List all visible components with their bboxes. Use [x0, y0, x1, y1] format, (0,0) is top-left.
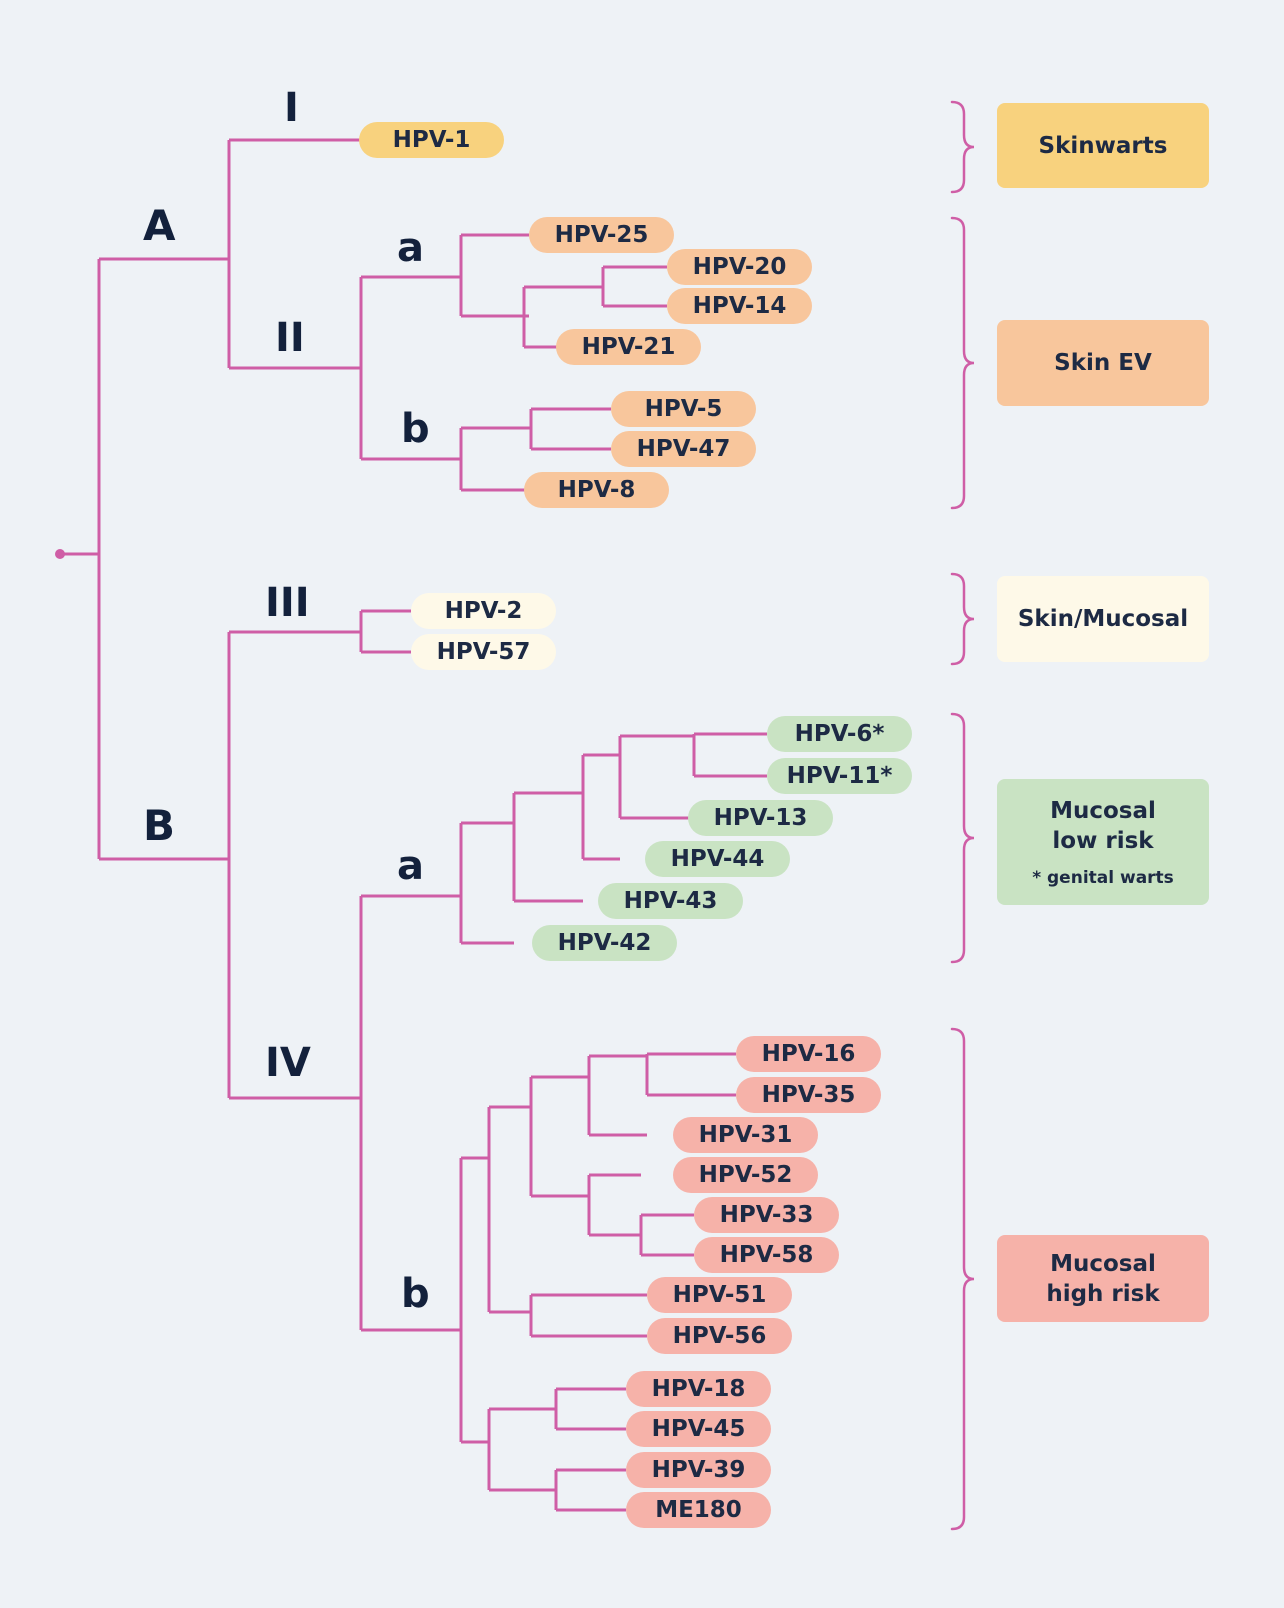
hpv-type-pill: HPV-47	[611, 431, 756, 467]
hpv-type-pill: HPV-20	[667, 249, 812, 285]
hpv-type-pill: ME180	[626, 1492, 771, 1528]
hpv-type-pill: HPV-16	[736, 1036, 881, 1072]
category-brace	[950, 712, 975, 964]
category-box-skinwarts: Skinwarts	[997, 103, 1209, 188]
subgroup-label-IIa: a	[397, 225, 424, 271]
group-label-IV: IV	[265, 1040, 311, 1086]
category-box-mucosal-high-risk: Mucosal high risk	[997, 1235, 1209, 1322]
hpv-type-pill: HPV-31	[673, 1117, 818, 1153]
hpv-type-pill: HPV-1	[359, 122, 504, 158]
group-label-A: A	[143, 201, 176, 250]
group-label-B: B	[143, 801, 176, 850]
category-label: Skin/Mucosal	[1017, 606, 1189, 632]
category-brace	[950, 572, 975, 666]
category-box-skin-mucosal: Skin/Mucosal	[997, 576, 1209, 662]
hpv-type-pill: HPV-25	[529, 217, 674, 253]
category-label: Mucosal	[1050, 1250, 1156, 1277]
category-brace	[950, 216, 975, 510]
subgroup-label-IVa: a	[397, 843, 424, 889]
hpv-type-pill: HPV-51	[647, 1277, 792, 1313]
tree-branches	[60, 138, 767, 1512]
hpv-type-pill: HPV-43	[598, 883, 743, 919]
hpv-type-pill: HPV-2	[411, 593, 556, 629]
hpv-type-pill: HPV-52	[673, 1157, 818, 1193]
hpv-type-pill: HPV-6*	[767, 716, 912, 752]
hpv-type-pill: HPV-56	[647, 1318, 792, 1354]
hpv-type-pill: HPV-45	[626, 1411, 771, 1447]
category-label: high risk	[1046, 1280, 1160, 1307]
category-brace	[950, 1027, 975, 1531]
hpv-type-pill: HPV-21	[556, 329, 701, 365]
hpv-type-pill: HPV-33	[694, 1197, 839, 1233]
category-label: Skinwarts	[1038, 132, 1168, 159]
category-box-mucosal-low-risk: Mucosal low risk * genital warts	[997, 779, 1209, 905]
group-label-III: III	[265, 580, 310, 626]
hpv-type-pill: HPV-35	[736, 1077, 881, 1113]
hpv-type-pill: HPV-13	[688, 800, 833, 836]
group-label-I: I	[284, 85, 299, 131]
category-label: Skin EV	[1054, 350, 1152, 376]
category-box-skin-ev: Skin EV	[997, 320, 1209, 406]
subgroup-label-IIb: b	[401, 406, 430, 452]
hpv-type-pill: HPV-5	[611, 391, 756, 427]
hpv-type-pill: HPV-58	[694, 1237, 839, 1273]
tree-root-node	[55, 549, 65, 559]
category-label: Mucosal	[1050, 798, 1156, 824]
hpv-type-pill: HPV-39	[626, 1452, 771, 1488]
category-brace	[950, 100, 975, 194]
hpv-type-pill: HPV-18	[626, 1371, 771, 1407]
hpv-type-pill: HPV-44	[645, 841, 790, 877]
group-label-II: II	[275, 315, 305, 361]
category-note: * genital warts	[1032, 868, 1174, 888]
hpv-type-pill: HPV-11*	[767, 758, 912, 794]
hpv-type-pill: HPV-57	[411, 634, 556, 670]
subgroup-label-IVb: b	[401, 1271, 430, 1317]
category-label: low risk	[1052, 828, 1154, 854]
hpv-type-pill: HPV-14	[667, 288, 812, 324]
hpv-type-pill: HPV-8	[524, 472, 669, 508]
hpv-type-pill: HPV-42	[532, 925, 677, 961]
